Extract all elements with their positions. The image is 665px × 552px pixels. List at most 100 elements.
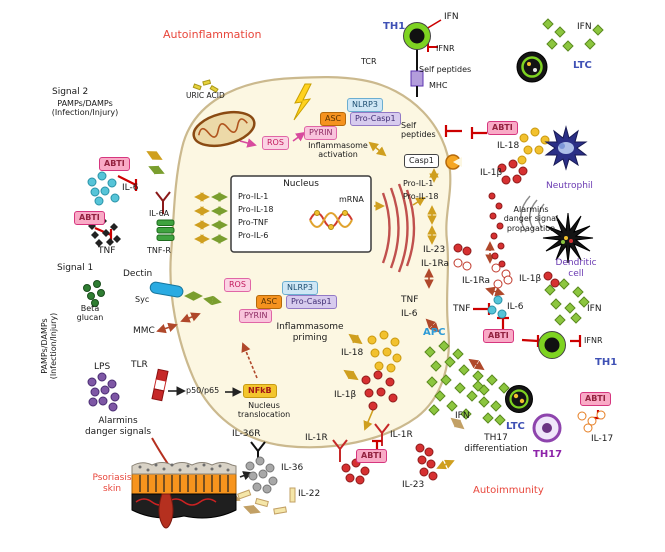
abti-badge-left2: ABTI (74, 211, 105, 225)
abti-badge-bottomright: ABTI (580, 392, 611, 406)
il1-receptor-right (374, 423, 390, 446)
label-pro-il1-right: Pro-IL-1 (403, 179, 434, 188)
label-nucleus: Nucleus (283, 179, 319, 189)
signal-arcs-icon (520, 195, 545, 233)
tlr-receptor (151, 368, 169, 402)
abti-badge-topright: ABTI (487, 121, 518, 135)
label-inflammasome-activation: Inflammasome activation (308, 141, 368, 160)
label-psoriasis-skin: Psoriasis skin (92, 473, 132, 494)
nlrp3-badge-top: NLRP3 (347, 98, 383, 112)
label-il6-mid: IL-6 (401, 309, 418, 319)
label-alarmins-propagation: Alarmins danger signal propagation (503, 205, 559, 233)
label-il17: IL-17 (591, 434, 614, 444)
label-il1ra-right: IL-1Ra (462, 276, 491, 286)
label-il1b-center: IL-1β (334, 390, 357, 400)
th1-cell-right (538, 331, 566, 359)
ifn-molecules-ltc-bottom (472, 374, 510, 426)
label-syc: Syc (135, 295, 150, 304)
abti-badge-right: ABTI (483, 329, 514, 343)
ifn-molecules-apc (424, 340, 490, 420)
il36-molecules (245, 456, 278, 494)
il6-molecules-left (87, 171, 120, 206)
label-autoinflammation: Autoinflammation (163, 28, 262, 41)
label-ltc-top: LTC (573, 60, 592, 71)
label-il1r-left: IL-1R (305, 433, 328, 443)
label-tlr: TLR (131, 360, 148, 370)
label-il23-bottom: IL-23 (402, 480, 425, 490)
label-pro-il1: Pro-IL-1 (238, 192, 269, 201)
label-il6-right: IL-6 (507, 302, 524, 312)
label-il6-left: IL-6 (122, 183, 139, 193)
label-pro-tnf: Pro-TNF (238, 218, 269, 227)
label-ltc-bottom: LTC (506, 421, 525, 432)
th1-cell-top (403, 22, 431, 50)
ltc-cell-top (516, 51, 548, 83)
nlrp3-badge-mid: NLRP3 (282, 281, 318, 295)
procasp1-badge-top: Pro-Casp1 (350, 112, 401, 126)
er-golgi-icon (381, 183, 416, 273)
label-il22: IL-22 (298, 489, 321, 499)
label-dendritic-cell: Dendritic cell (555, 258, 597, 279)
label-lps: LPS (94, 362, 111, 372)
asc-badge-top: ASC (320, 112, 347, 126)
label-il1r-right: IL-1R (390, 430, 413, 440)
th17-cell (532, 413, 562, 443)
casp1-icon (445, 154, 462, 170)
il18-molecules-center (367, 330, 402, 373)
label-mrna: mRNA (339, 195, 364, 204)
label-il18-right: IL-18 (497, 141, 520, 151)
dendritic-cell-icon (542, 212, 594, 264)
il23-il1ra-molecules-mid (453, 243, 472, 271)
lps-molecules (87, 372, 120, 412)
alarmin-trail (488, 192, 506, 268)
label-th17: TH17 (533, 449, 563, 460)
label-pamps-top: PAMPs/DAMPs (Infection/Injury) (51, 99, 119, 118)
label-neutrophil: Neutrophil (546, 181, 593, 191)
il23-molecules-bottom (415, 443, 438, 481)
label-il6a: IL-6A (149, 209, 170, 218)
label-inflammasome-priming: Inflammasome priming (276, 322, 344, 343)
pyrin-badge-top: PYRIN (304, 126, 338, 140)
il1ra-molecules-right (491, 263, 513, 289)
label-th1-right: TH1 (595, 357, 618, 368)
label-pro-il18: Pro-IL-18 (238, 205, 274, 214)
label-alarmins-danger: Alarmins danger signals (84, 416, 152, 437)
label-signal2: Signal 2 (52, 87, 89, 97)
arrows (146, 131, 505, 515)
ifn-molecules-right (544, 278, 590, 326)
il1b-molecules-bottom (341, 458, 370, 485)
beta-glucan-molecules (83, 280, 105, 307)
label-ifn-bottom: IFN (455, 411, 470, 421)
abti-badge-bottom: ABTI (356, 449, 387, 463)
nfkb-badge: NFkB (243, 384, 277, 398)
label-th1-top: TH1 (383, 21, 406, 32)
ltc-cell-bottom (505, 385, 533, 413)
asc-badge-mid: ASC (256, 295, 283, 309)
il1b-molecules-right2 (543, 271, 560, 288)
label-tnf-mid: TNF (401, 295, 419, 305)
label-self-peptides-top: Self peptides (419, 65, 472, 74)
il18-molecules-right (517, 127, 550, 165)
il1b-molecules-right (497, 159, 528, 185)
label-nucleus-translocation: Nucleus translocation (237, 401, 291, 420)
label-il23-mid: IL-23 (423, 245, 446, 255)
label-il18-center: IL-18 (341, 348, 364, 358)
neutrophil-cell (544, 125, 588, 171)
label-tnf-right: TNF (453, 304, 471, 314)
ros-badge-mid: ROS (224, 278, 251, 292)
ros-badge-top: ROS (262, 136, 289, 150)
tnf-receptor (156, 219, 175, 241)
label-mmc: MMC (133, 326, 155, 336)
mitochondria-icon (192, 110, 256, 148)
casp1-badge: Casp1 (404, 154, 439, 168)
label-tcr: TCR (361, 57, 377, 66)
dna-icon (309, 210, 353, 230)
il6-receptor (155, 191, 171, 214)
label-th17-differentiation: TH17 differentiation (464, 433, 528, 454)
label-signal1: Signal 1 (57, 263, 94, 273)
tcr-mhc-receptor (410, 19, 442, 97)
lightning-icon (293, 83, 312, 121)
il6-molecules-right (487, 295, 507, 319)
